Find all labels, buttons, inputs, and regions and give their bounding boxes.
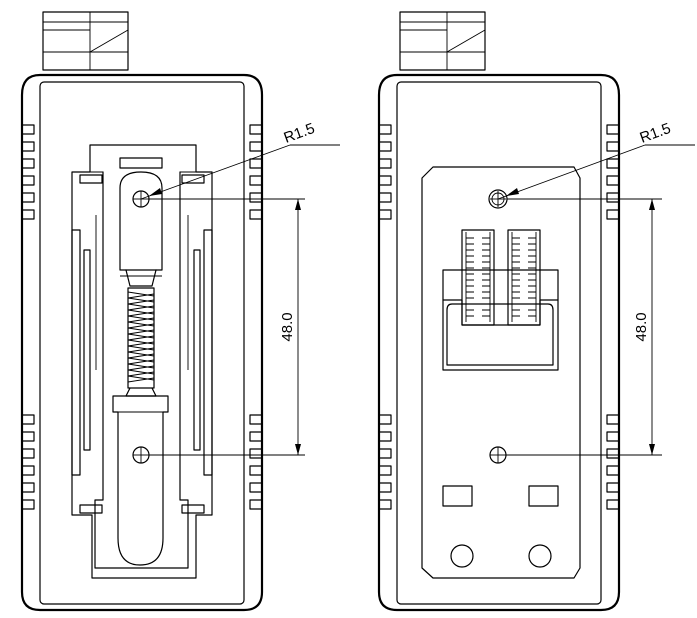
right-radius-label: R1.5 bbox=[638, 120, 674, 147]
spring bbox=[125, 287, 157, 397]
right-round-hole-icon bbox=[528, 544, 552, 568]
right-view-right-ribs bbox=[606, 124, 620, 510]
mounting-plate bbox=[421, 166, 581, 579]
left-spacing-label: 48.0 bbox=[279, 312, 296, 341]
right-housing-inner bbox=[396, 81, 602, 605]
right-dimension-lines bbox=[497, 144, 695, 456]
right-lower-hole-icon bbox=[489, 446, 507, 464]
left-view-left-ribs bbox=[21, 124, 35, 510]
right-view-left-ribs bbox=[378, 124, 392, 510]
left-top-connector bbox=[42, 11, 129, 71]
upper-slider bbox=[119, 171, 163, 287]
left-rect-slot bbox=[442, 485, 473, 507]
right-spacing-label: 48.0 bbox=[633, 312, 650, 341]
rail-latch-block bbox=[442, 229, 559, 371]
left-radius-label: R1.5 bbox=[282, 120, 318, 147]
left-view: R1.5 48.0 bbox=[20, 11, 340, 612]
din-clip-frame bbox=[71, 144, 213, 579]
lower-latch bbox=[112, 395, 169, 566]
right-rect-slot bbox=[528, 485, 559, 507]
left-housing-outline bbox=[20, 73, 264, 612]
left-housing-inner bbox=[39, 81, 245, 605]
right-view: R1.5 48.0 bbox=[377, 11, 695, 612]
right-housing-outline bbox=[377, 73, 621, 612]
right-top-connector bbox=[399, 11, 486, 71]
left-lower-hole-icon bbox=[132, 446, 150, 464]
left-dimension-lines bbox=[140, 144, 340, 456]
left-view-right-ribs bbox=[249, 124, 263, 510]
left-round-hole-icon bbox=[450, 544, 474, 568]
